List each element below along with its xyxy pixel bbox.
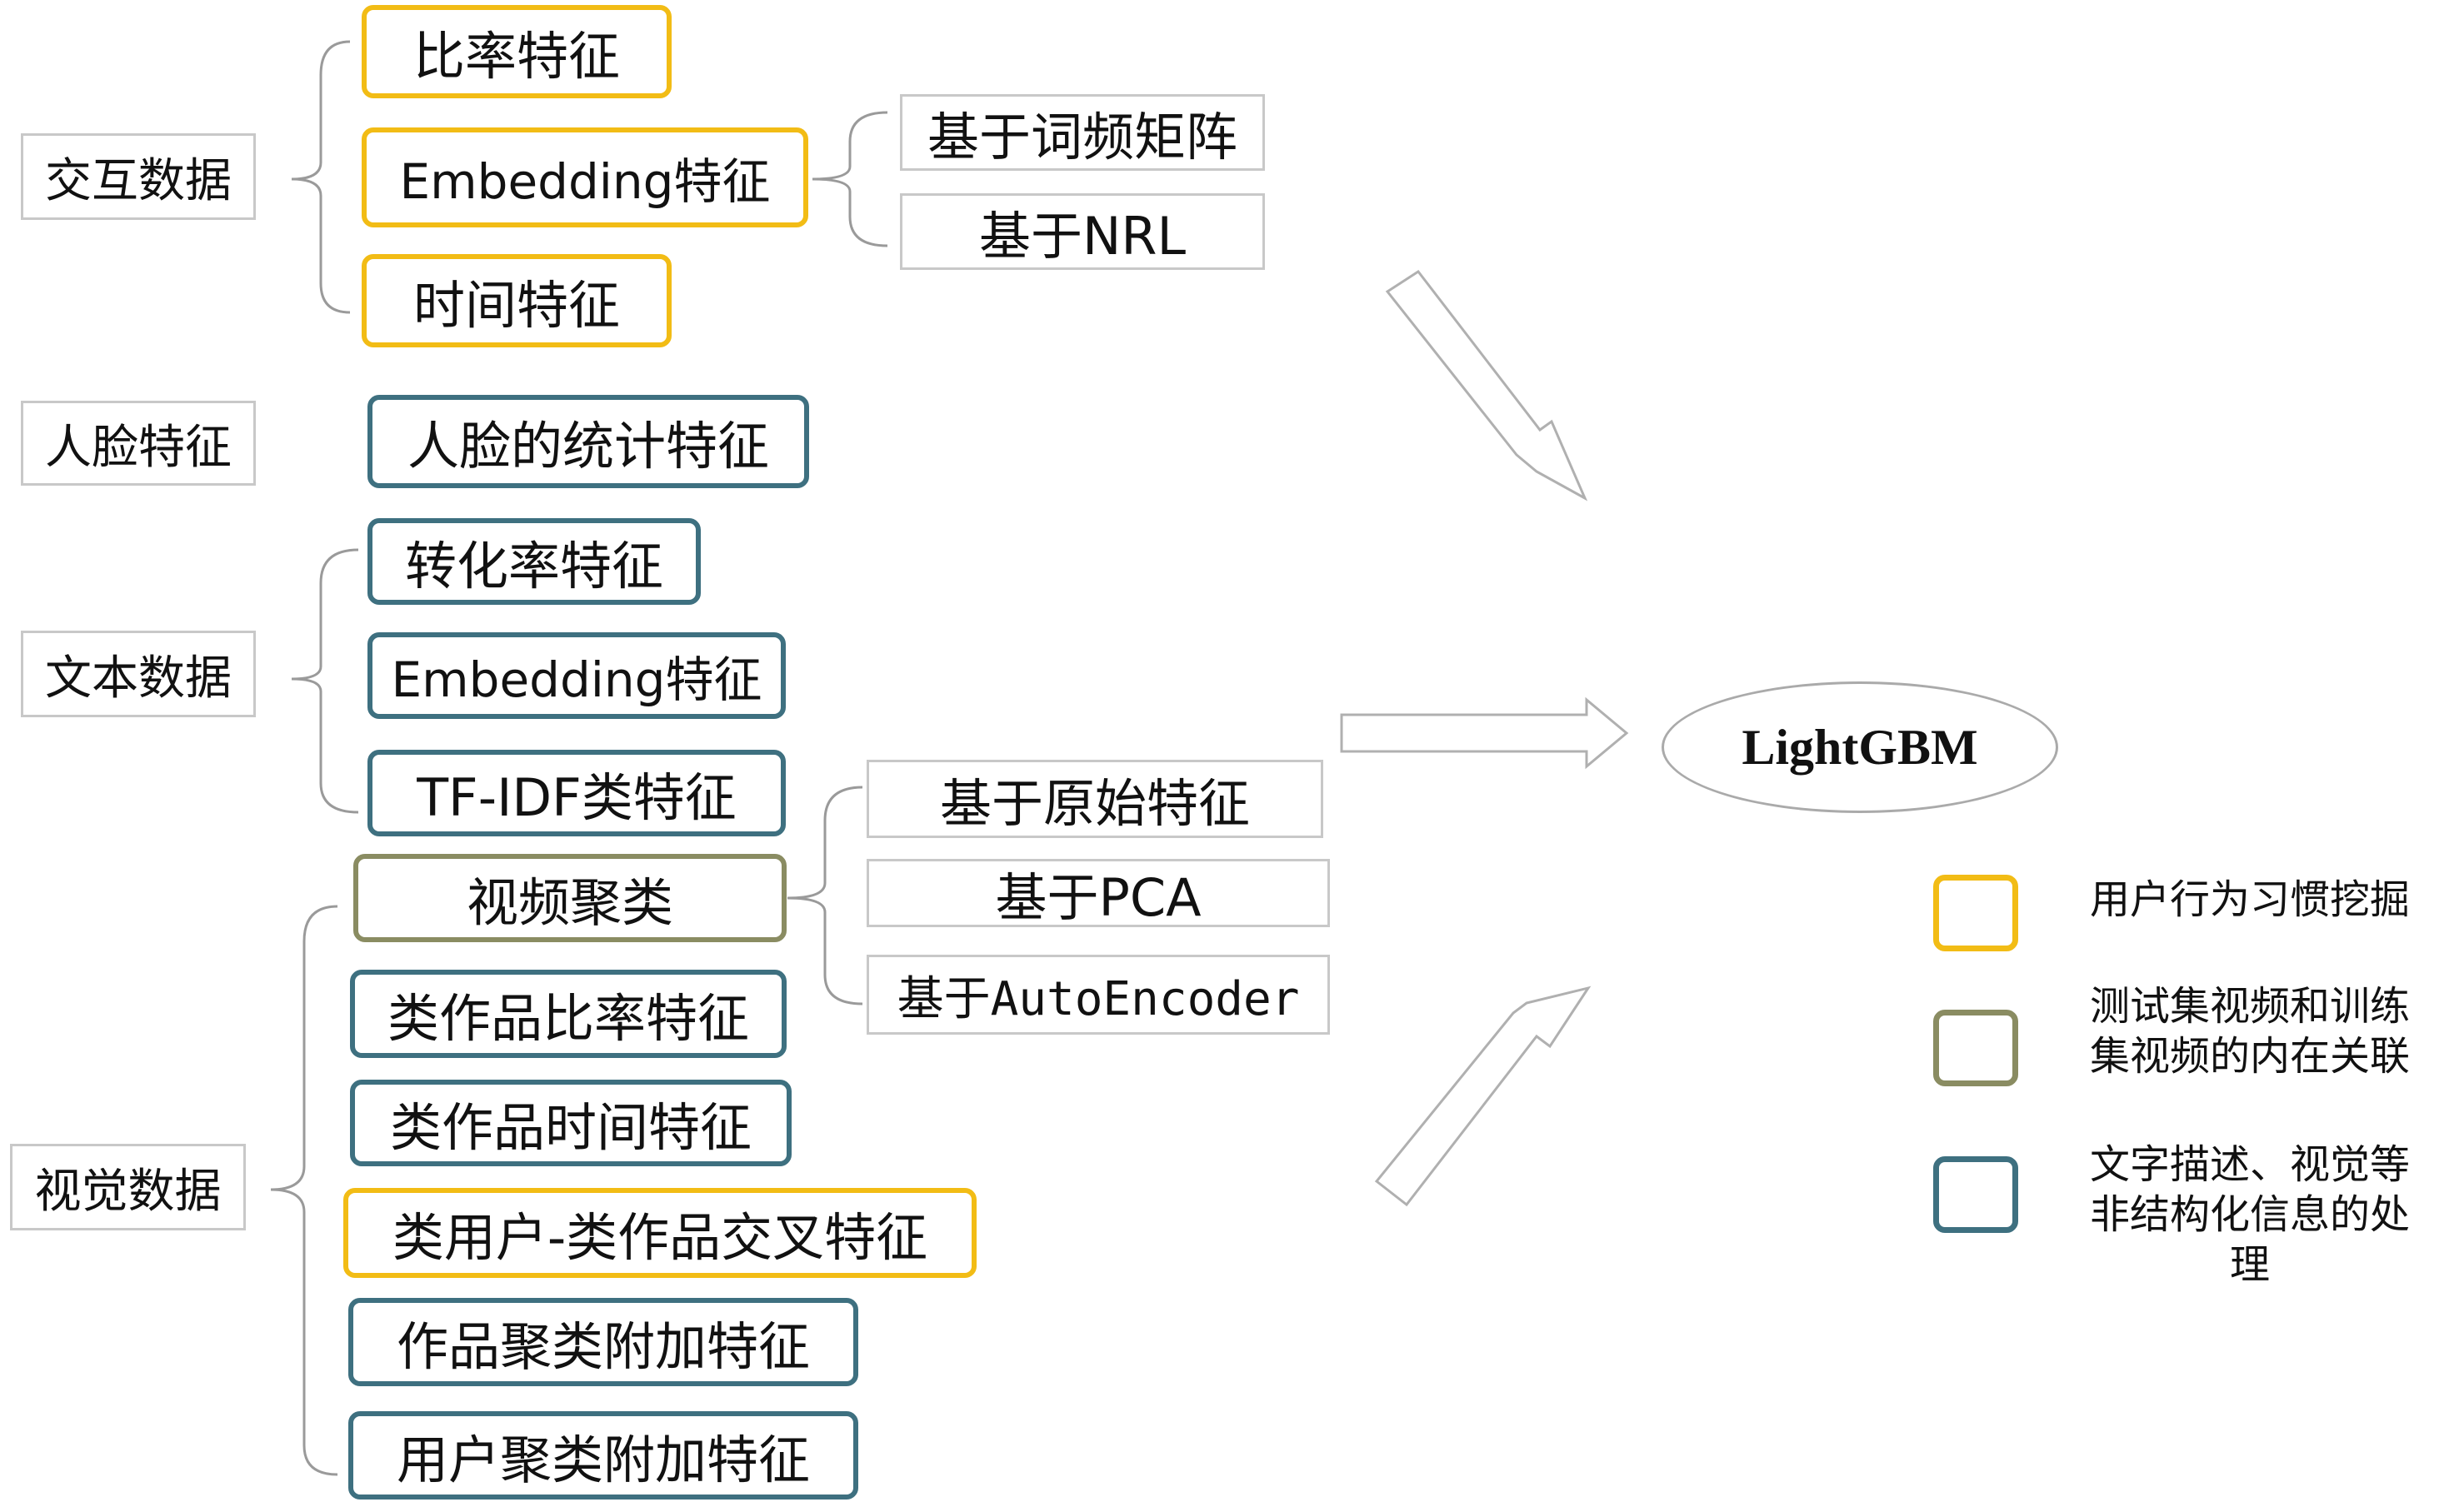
brace-interaction [291,40,351,314]
category-text: 文本数据 [21,631,256,717]
method-pca: 基于PCA [867,859,1330,928]
feature-work-time: 类作品时间特征 [350,1080,792,1166]
legend-text-yellow: 用户行为习惯挖掘 [2089,876,2410,923]
feature-tfidf: TF-IDF类特征 [367,750,786,836]
arrow-up-right [1374,986,1592,1207]
feature-conversion-ratio: 转化率特征 [367,518,701,605]
feature-time: 时间特征 [362,254,672,347]
category-face: 人脸特征 [21,401,256,486]
legend-text-blue: 文字描述、视觉等 非结构化信息的处 理 [2089,1141,2410,1288]
method-nrl: 基于NRL [900,193,1265,270]
method-word-freq-matrix: 基于词频矩阵 [900,94,1265,171]
feature-face-stats: 人脸的统计特征 [367,395,809,488]
category-interaction: 交互数据 [21,133,256,220]
feature-video-cluster: 视频聚类 [353,854,787,942]
legend-swatch-yellow [1933,875,2018,951]
method-original: 基于原始特征 [867,760,1323,838]
brace-embedding-methods [812,111,888,247]
legend-swatch-blue [1933,1156,2018,1233]
feature-ratio: 比率特征 [362,5,672,98]
brace-text [291,548,359,814]
arrow-right [1340,696,1629,770]
legend-text-olive: 测试集视频和训练 集视频的内在关联 [2089,983,2410,1080]
brace-cluster-methods [787,786,863,1006]
feature-embedding-text: Embedding特征 [367,632,786,719]
lightgbm-node: LightGBM [1662,681,2058,813]
brace-visual [270,905,338,1476]
feature-user-work-cross: 类用户-类作品交叉特征 [343,1188,977,1278]
method-autoencoder: 基于AutoEncoder [867,955,1330,1035]
category-visual: 视觉数据 [10,1144,246,1230]
feature-embedding-interaction: Embedding特征 [362,127,808,227]
legend-swatch-olive [1933,1010,2018,1086]
feature-user-cluster: 用户聚类附加特征 [348,1411,858,1500]
feature-work-ratio: 类作品比率特征 [350,970,787,1058]
feature-work-cluster: 作品聚类附加特征 [348,1298,858,1386]
arrow-down-right [1385,269,1588,502]
